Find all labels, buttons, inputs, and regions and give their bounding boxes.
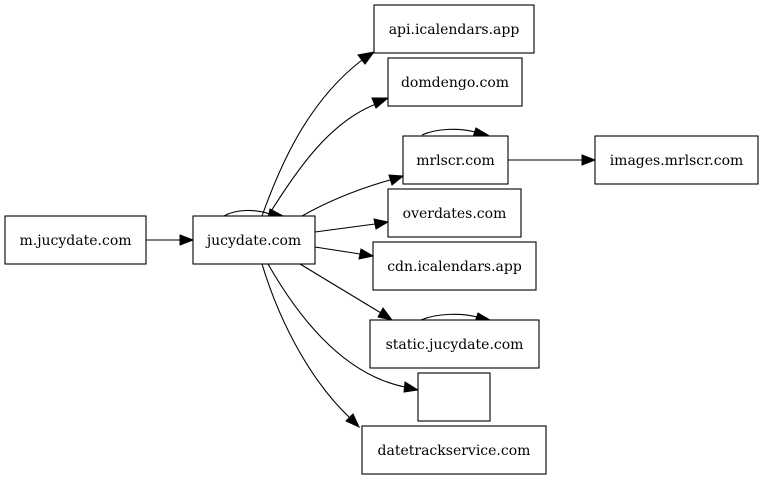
- node-api-icalendars: api.icalendars.app: [373, 4, 535, 54]
- node-label: jucydate.com: [205, 233, 301, 249]
- node-label: overdates.com: [403, 206, 507, 222]
- edge-mrlscr-to-images-mrlscr: [508, 154, 597, 166]
- node-mrlscr: mrlscr.com: [402, 135, 509, 185]
- edge-jucydate-to-domdengo: [267, 97, 390, 217]
- node-datetrackservice: datetrackservice.com: [361, 425, 547, 475]
- edge-jucydate-to-api-icalendars: [261, 51, 376, 217]
- node-domdengo: domdengo.com: [387, 57, 523, 107]
- node-overdates: overdates.com: [387, 188, 522, 238]
- node-label: datetrackservice.com: [378, 443, 531, 459]
- node-label: api.icalendars.app: [389, 22, 520, 38]
- edge-m-jucydate-to-jucydate: [146, 234, 195, 246]
- node-label: m.jucydate.com: [19, 233, 131, 249]
- edge-jucydate-to-static-jucydate: [299, 263, 394, 321]
- node-label: domdengo.com: [401, 75, 509, 91]
- node-blank: [417, 372, 491, 422]
- edge-jucydate-to-datetrackservice: [261, 263, 361, 429]
- node-label: static.jucydate.com: [386, 337, 524, 353]
- node-label: images.mrlscr.com: [610, 153, 744, 169]
- edge-jucydate-to-cdn-icalendars: [314, 246, 375, 260]
- node-jucydate: jucydate.com: [192, 215, 316, 265]
- edge-jucydate-to-mrlscr: [301, 174, 405, 217]
- edge-jucydate-to-overdates: [314, 218, 390, 233]
- node-label: cdn.icalendars.app: [387, 259, 522, 275]
- node-label: mrlscr.com: [416, 153, 495, 169]
- node-cdn-icalendars: cdn.icalendars.app: [372, 241, 537, 291]
- node-static-jucydate: static.jucydate.com: [369, 319, 540, 369]
- edge-jucydate-to-blank: [267, 263, 420, 393]
- node-m-jucydate: m.jucydate.com: [4, 215, 147, 265]
- node-images-mrlscr: images.mrlscr.com: [594, 135, 759, 185]
